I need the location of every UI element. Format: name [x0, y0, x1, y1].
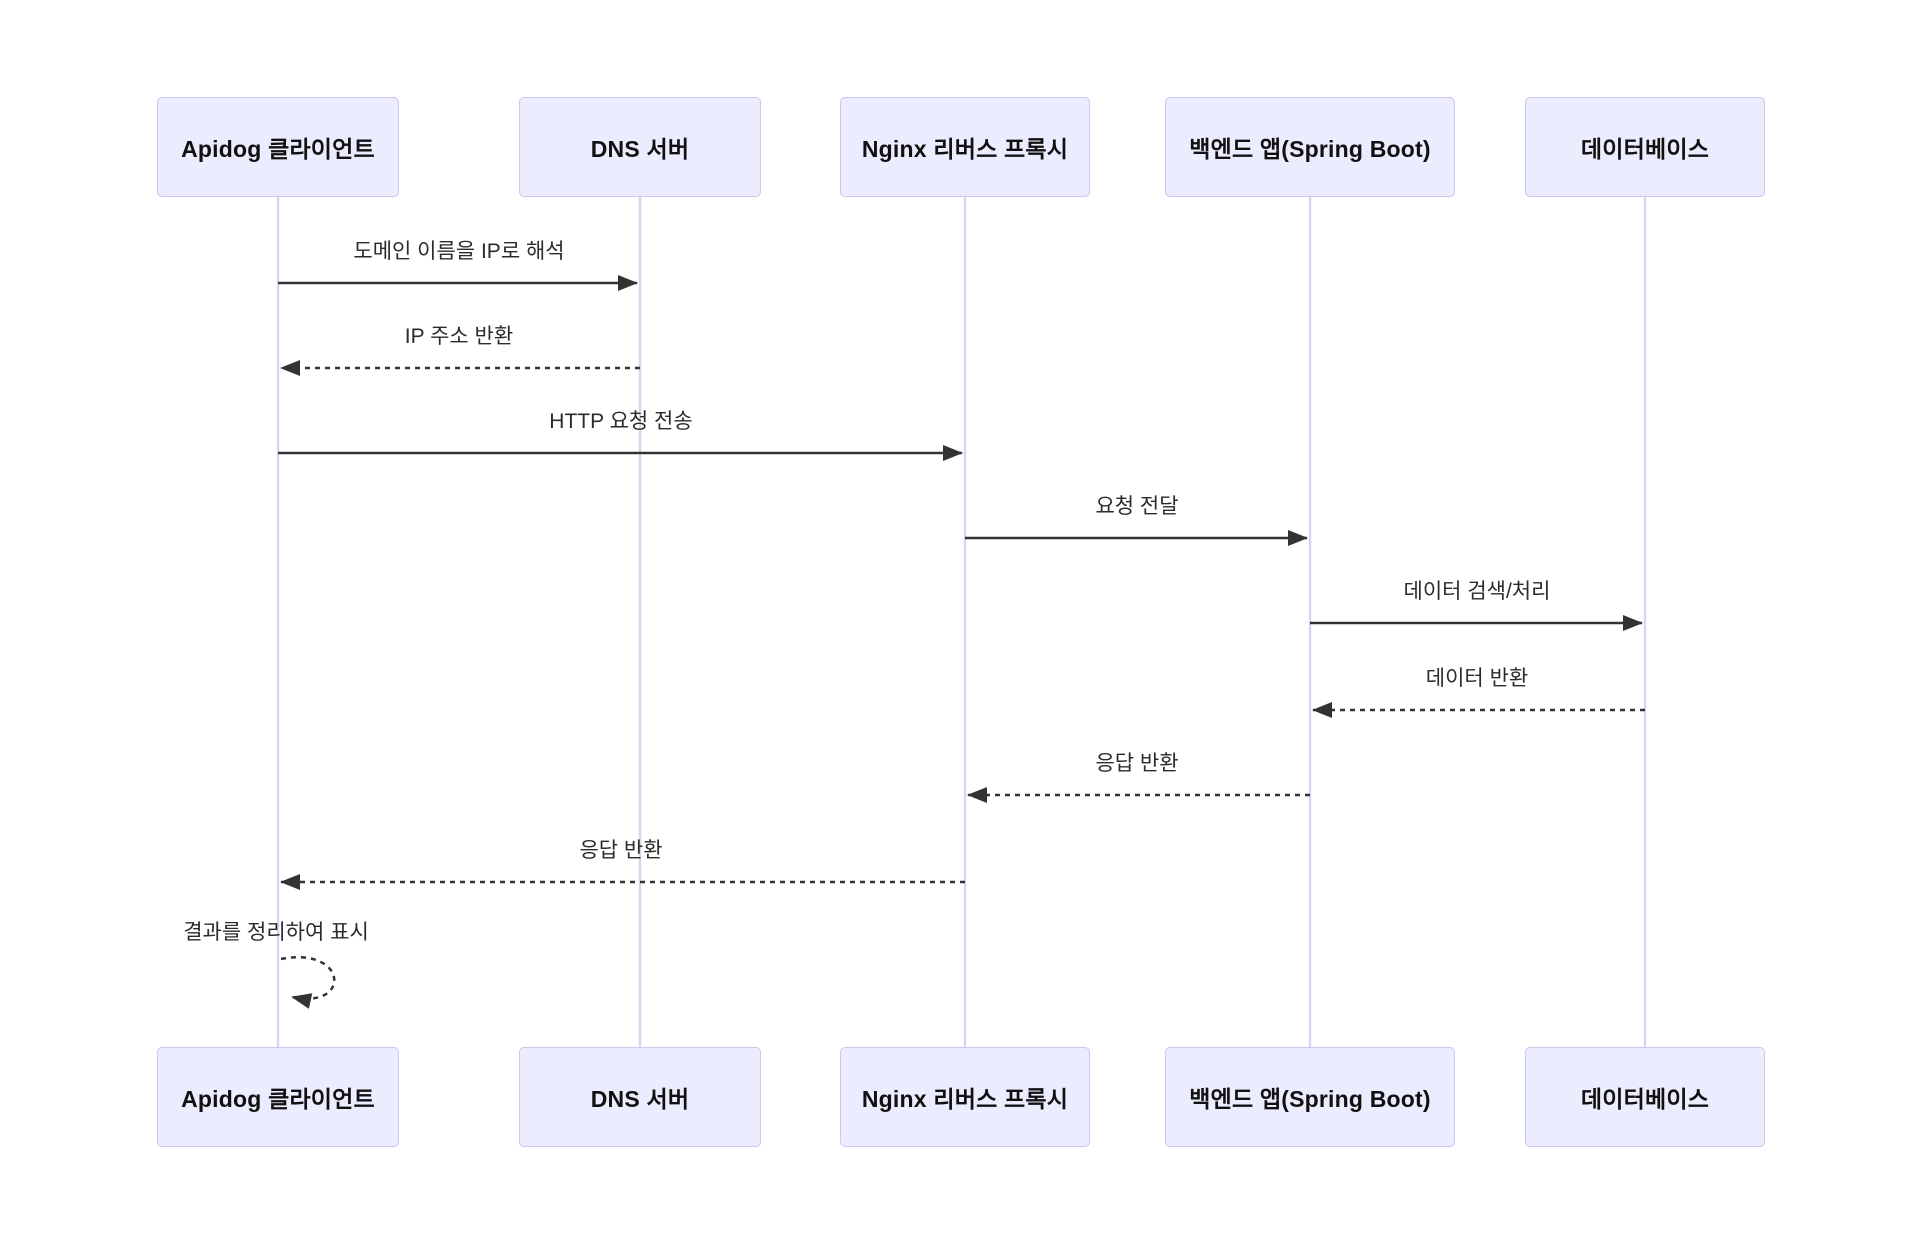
actor-bottom-nginx: Nginx 리버스 프록시 [840, 1047, 1090, 1147]
message-label-return-ip: IP 주소 반환 [404, 325, 514, 348]
actor-bottom-apidog-label: Apidog 클라이언트 [181, 1086, 375, 1112]
message-label-http-request: HTTP 요청 전송 [549, 410, 693, 433]
actor-top-dns: DNS 서버 [519, 97, 761, 197]
actor-bottom-dns-label: DNS 서버 [590, 1086, 690, 1112]
message-label-forward-request: 요청 전달 [1095, 495, 1179, 518]
actor-top-backend-label: 백엔드 앱(Spring Boot) [1189, 136, 1431, 162]
actor-bottom-db-label: 데이터베이스 [1580, 1086, 1710, 1112]
message-label-return-data: 데이터 반환 [1425, 667, 1529, 690]
message-label-return-response-to-nginx: 응답 반환 [1095, 752, 1179, 775]
actor-top-apidog: Apidog 클라이언트 [157, 97, 399, 197]
arrow-self-loop-display-result [280, 956, 336, 1009]
actor-bottom-apidog: Apidog 클라이언트 [157, 1047, 399, 1147]
actor-top-db: 데이터베이스 [1525, 97, 1765, 197]
message-label-query-data: 데이터 검색/처리 [1403, 580, 1551, 603]
actor-top-apidog-label: Apidog 클라이언트 [181, 136, 375, 162]
message-label-display-result: 결과를 정리하여 표시 [183, 921, 369, 944]
actor-top-dns-label: DNS 서버 [590, 136, 690, 162]
actor-bottom-nginx-label: Nginx 리버스 프록시 [861, 1086, 1069, 1112]
message-label-resolve-domain: 도메인 이름을 IP로 해석 [353, 240, 565, 263]
actor-top-backend: 백엔드 앱(Spring Boot) [1165, 97, 1455, 197]
actor-bottom-backend-label: 백엔드 앱(Spring Boot) [1189, 1086, 1431, 1112]
actor-top-nginx: Nginx 리버스 프록시 [840, 97, 1090, 197]
actor-top-db-label: 데이터베이스 [1580, 136, 1710, 162]
message-label-return-response-to-client: 응답 반환 [579, 839, 663, 862]
actor-top-nginx-label: Nginx 리버스 프록시 [861, 136, 1069, 162]
actor-bottom-backend: 백엔드 앱(Spring Boot) [1165, 1047, 1455, 1147]
actor-bottom-db: 데이터베이스 [1525, 1047, 1765, 1147]
actor-bottom-dns: DNS 서버 [519, 1047, 761, 1147]
